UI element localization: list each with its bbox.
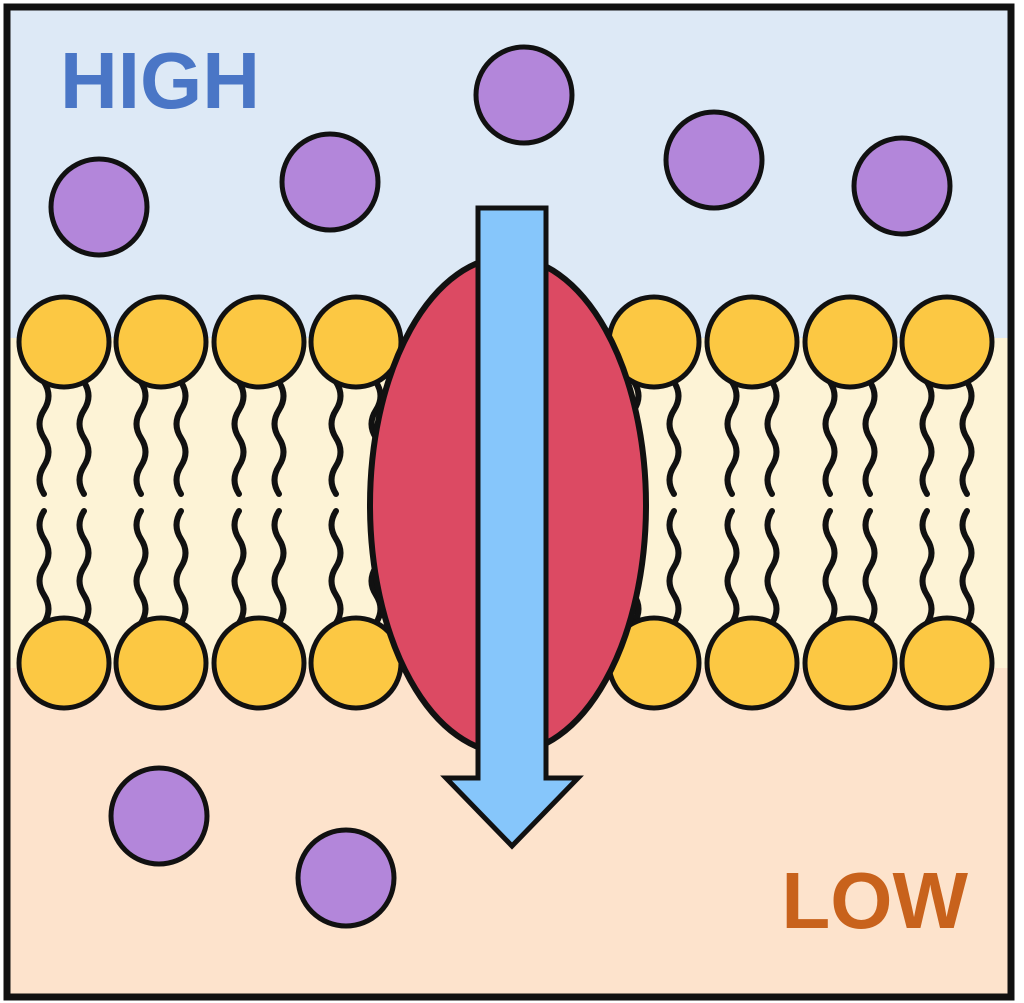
phospholipid-head (704, 615, 800, 711)
phospholipid-head (113, 294, 209, 390)
lipid-tail (271, 379, 287, 497)
diagram-border (3, 3, 1015, 1001)
solute-molecule (473, 44, 575, 146)
lipid-tail (822, 508, 838, 626)
lipid-tail (328, 508, 344, 626)
lipid-tail (862, 379, 878, 497)
phospholipid-head (16, 294, 112, 390)
phospholipid-heads (16, 294, 995, 711)
lipid-tail (666, 508, 682, 626)
lipid-tail (919, 379, 935, 497)
phospholipid-head (899, 615, 995, 711)
phospholipid-head (704, 294, 800, 390)
lipid-tail (919, 508, 935, 626)
lipid-tail (764, 379, 780, 497)
solute-molecule (295, 827, 397, 929)
lipid-tail (76, 379, 92, 497)
lipid-tail (666, 379, 682, 497)
lipid-tail (862, 508, 878, 626)
lipid-tail (231, 379, 247, 497)
lipid-tail (36, 508, 52, 626)
lipid-tail (231, 508, 247, 626)
solute-molecule (279, 131, 381, 233)
phospholipid-head (16, 615, 112, 711)
lipid-tail (822, 379, 838, 497)
solute-molecule (108, 765, 210, 867)
lipid-tail (271, 508, 287, 626)
lipid-tail (173, 379, 189, 497)
lipid-tail (959, 379, 975, 497)
lipid-tail (724, 379, 740, 497)
lipid-tail (959, 508, 975, 626)
solute-molecules (48, 44, 953, 929)
phospholipid-head (802, 615, 898, 711)
lipid-tail (133, 508, 149, 626)
phospholipid-head (211, 615, 307, 711)
phospholipid-head (113, 615, 209, 711)
phospholipid-head (211, 294, 307, 390)
lipid-tail (764, 508, 780, 626)
solute-molecule (851, 135, 953, 237)
phospholipid-head (899, 294, 995, 390)
solute-molecule (48, 156, 150, 258)
phospholipid-head (802, 294, 898, 390)
lipid-tail (76, 508, 92, 626)
lipid-tail (724, 508, 740, 626)
solute-molecule (663, 109, 765, 211)
phospholipid-head (308, 294, 404, 390)
high-concentration-label: HIGH (60, 36, 260, 125)
lipid-tail (173, 508, 189, 626)
low-concentration-label: LOW (781, 856, 968, 945)
diffusion-arrow (440, 205, 584, 850)
lipid-tail (36, 379, 52, 497)
lipid-tail (133, 379, 149, 497)
lipid-tail (328, 379, 344, 497)
